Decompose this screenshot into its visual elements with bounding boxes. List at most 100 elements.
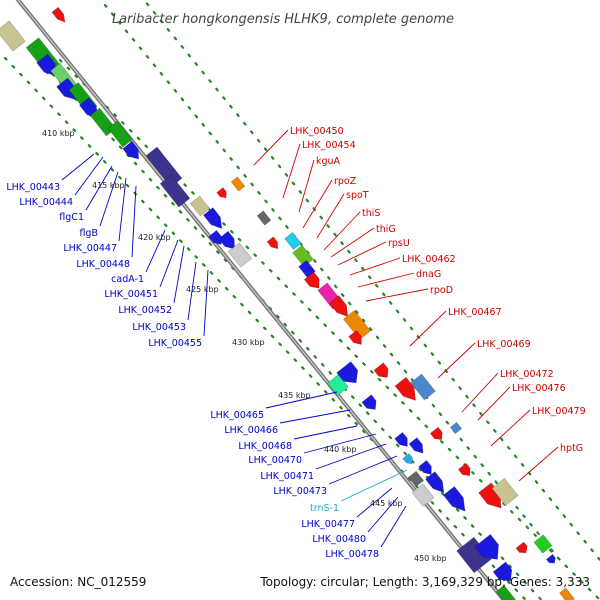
gene-arrow-50 xyxy=(474,533,499,560)
label-right-12-line xyxy=(437,342,476,379)
gene-feature-13 xyxy=(203,207,223,230)
gene-arrow-46 xyxy=(443,486,466,512)
map-title: Laribacter hongkongensis HLHK9, complete… xyxy=(112,12,454,27)
gene-arrow-33 xyxy=(429,426,443,441)
gene-arrow-42 xyxy=(408,437,424,454)
gene-feature-37 xyxy=(491,477,519,507)
gene-feature-8 xyxy=(107,120,133,148)
label-left-top-1: LHK_00444 xyxy=(19,197,73,208)
label-right-16-line xyxy=(518,446,559,482)
gene-feature-40 xyxy=(361,394,377,410)
label-left-top-1-line xyxy=(74,156,104,196)
label-left-bottom-4: LHK_00471 xyxy=(260,471,314,482)
label-left-top-8: LHK_00452 xyxy=(118,305,172,316)
gene-block-20 xyxy=(256,210,272,226)
gene-feature-16 xyxy=(208,229,222,245)
label-right-11-line xyxy=(409,310,447,347)
scale-label-7: 445 kbp xyxy=(370,499,403,508)
label-left-bottom-8: LHK_00480 xyxy=(312,534,366,545)
label-right-15: LHK_00479 xyxy=(532,406,586,417)
gene-feature-27 xyxy=(329,295,349,318)
gene-feature-55 xyxy=(495,584,519,600)
gene-feature-46 xyxy=(443,486,466,512)
label-right-11: LHK_00467 xyxy=(448,307,502,318)
label-left-top-6-line xyxy=(145,229,166,273)
label-left-top-7: LHK_00451 xyxy=(104,289,158,300)
gene-arrow-52 xyxy=(515,541,528,554)
gene-feature-15 xyxy=(227,242,253,268)
ruler-track-0 xyxy=(3,56,528,600)
label-left-bottom-1-line xyxy=(279,409,351,424)
ruler-dots xyxy=(3,0,600,600)
label-left-top-0: LHK_00443 xyxy=(6,182,60,193)
label-left-bottom-5-line xyxy=(328,455,398,485)
label-left-bottom-3: LHK_00470 xyxy=(248,455,302,466)
label-right-0-line xyxy=(253,129,289,166)
gene-feature-54 xyxy=(545,553,556,564)
backbone-highlight xyxy=(17,0,505,600)
scale-label-1: 415 kbp xyxy=(92,181,125,190)
label-left-bottom-7: LHK_00477 xyxy=(301,519,355,530)
gene-arrow-17 xyxy=(51,6,66,23)
gene-feature-42 xyxy=(408,437,424,454)
accession-text: Accession: NC_012559 xyxy=(10,575,146,589)
label-right-0: LHK_00450 xyxy=(290,126,344,137)
scale-label-6: 440 kbp xyxy=(324,445,357,454)
ruler-track-1 xyxy=(28,48,543,600)
gene-block-0 xyxy=(0,20,26,52)
gene-feature-47 xyxy=(407,470,425,488)
gene-feature-4 xyxy=(56,77,77,101)
gene-feature-17 xyxy=(51,6,66,23)
gene-features xyxy=(0,6,575,600)
scale-label-3: 425 kbp xyxy=(186,285,219,294)
label-right-4-line xyxy=(316,193,345,239)
label-left-top-5-line xyxy=(131,185,137,258)
label-left-bottom-3-line xyxy=(303,433,377,454)
gene-feature-48 xyxy=(411,483,435,507)
gene-feature-32 xyxy=(410,373,436,401)
label-left-top-2: flgC1 xyxy=(59,212,84,223)
gene-feature-28 xyxy=(343,310,371,340)
label-right-8-line xyxy=(349,257,401,276)
label-right-1-line xyxy=(282,143,301,199)
label-right-3-line xyxy=(302,179,333,229)
gene-block-8 xyxy=(107,120,133,148)
gene-feature-34 xyxy=(449,421,463,435)
label-right-14-line xyxy=(477,386,511,421)
gene-feature-53 xyxy=(533,534,553,554)
gene-block-32 xyxy=(410,373,436,401)
label-right-13: LHK_00472 xyxy=(500,369,554,380)
gene-block-56 xyxy=(559,587,575,600)
gene-feature-18 xyxy=(230,176,246,192)
label-left-bottom-8-line xyxy=(367,496,399,533)
scale-label-2: 420 kbp xyxy=(138,233,171,242)
backbone xyxy=(15,0,507,600)
label-left-bottom-2-line xyxy=(293,425,358,440)
gene-arrow-16 xyxy=(208,229,222,245)
label-left-top-10: LHK_00455 xyxy=(148,338,202,349)
gene-block-48 xyxy=(411,483,435,507)
gene-block-22 xyxy=(284,231,302,251)
gene-feature-30 xyxy=(373,362,389,378)
gene-block-47 xyxy=(407,470,425,488)
label-right-2-line xyxy=(298,159,315,213)
label-left-bottom-5: LHK_00473 xyxy=(273,486,327,497)
label-right-12: LHK_00469 xyxy=(477,339,531,350)
ruler-track-3 xyxy=(142,0,600,562)
label-right-10: rpoD xyxy=(430,285,453,296)
label-right-14: LHK_00476 xyxy=(512,383,566,394)
gene-feature-41 xyxy=(394,431,408,447)
gene-arrow-4 xyxy=(56,77,77,101)
gene-feature-22 xyxy=(284,231,302,251)
scale-label-0: 410 kbp xyxy=(42,129,75,138)
gene-arrow-19 xyxy=(216,187,227,199)
label-left-bottom-6: trnS-1 xyxy=(310,503,339,514)
gene-block-34 xyxy=(449,421,463,435)
gene-feature-45 xyxy=(425,471,445,494)
gene-feature-31 xyxy=(394,376,416,401)
gene-feature-50 xyxy=(474,533,499,560)
gene-block-37 xyxy=(491,477,519,507)
gene-feature-56 xyxy=(559,587,575,600)
gene-feature-21 xyxy=(266,236,279,250)
